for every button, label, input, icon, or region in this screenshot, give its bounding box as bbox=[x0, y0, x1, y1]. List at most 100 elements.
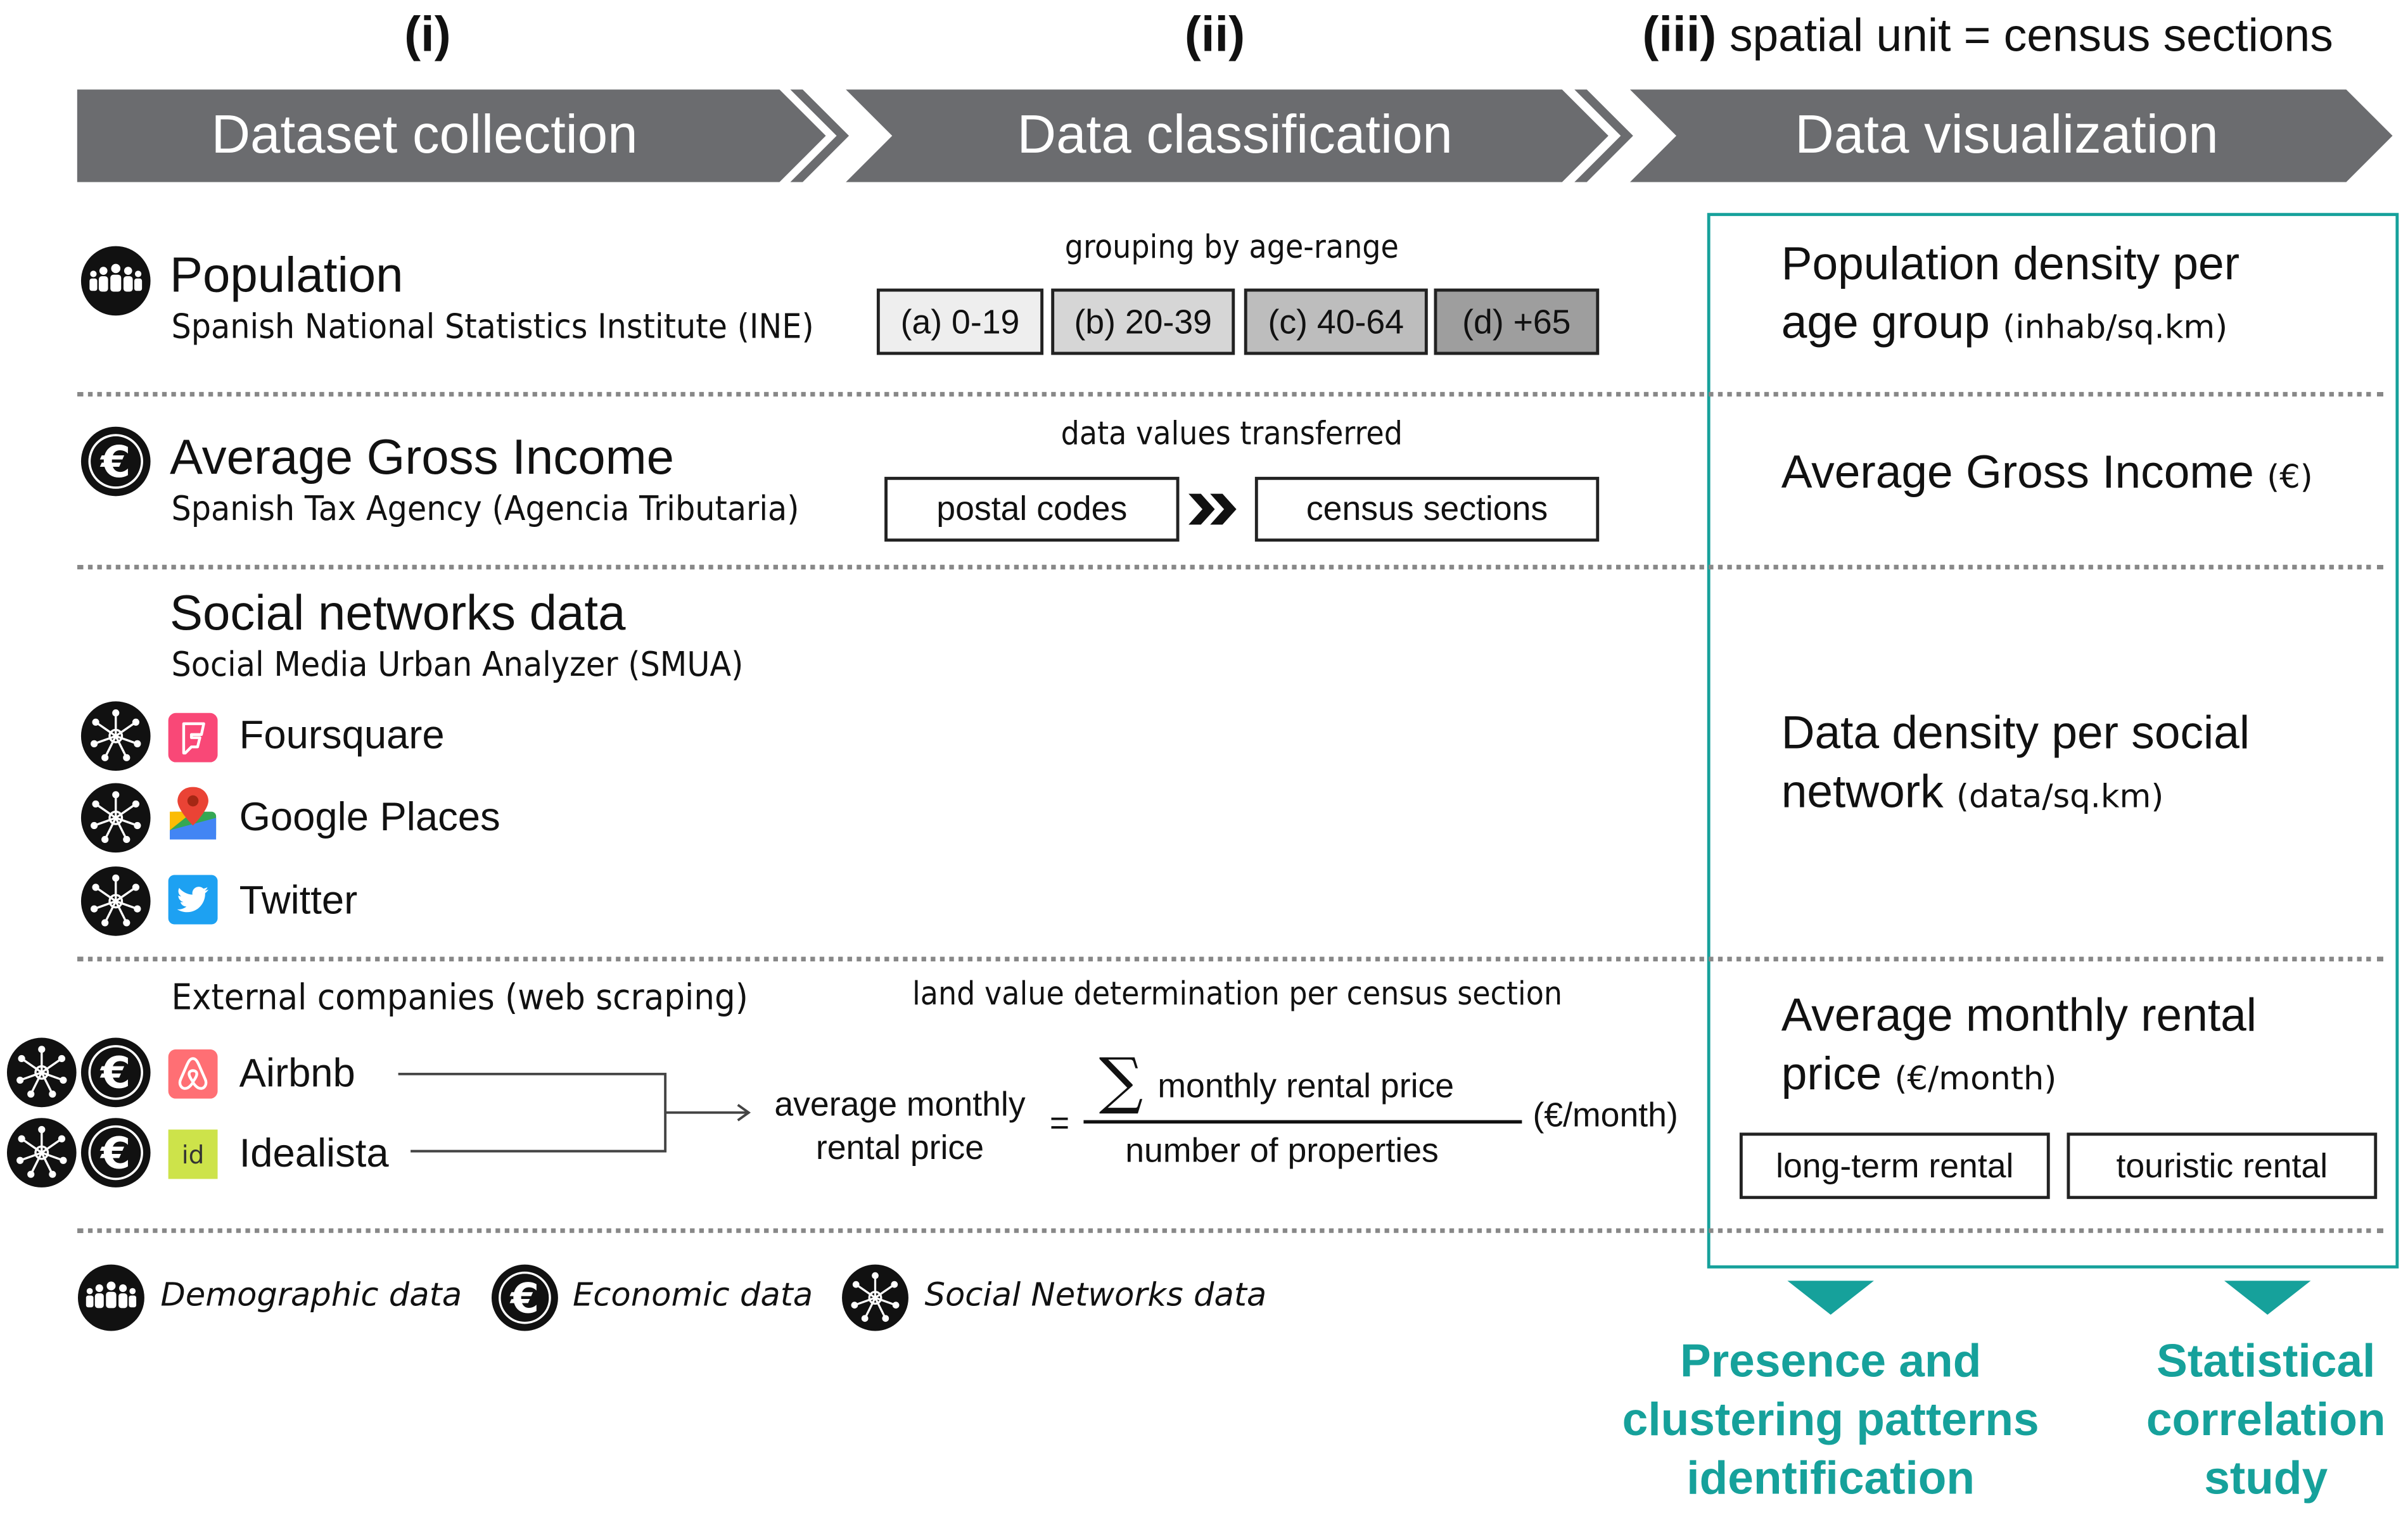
postal-codes-box: postal codes bbox=[884, 476, 1180, 542]
separator-2 bbox=[77, 564, 2383, 570]
euro-icon: € bbox=[80, 426, 151, 497]
formula-sigma: ∑ bbox=[1099, 1046, 1143, 1118]
chevron-double-arrow-2 bbox=[1574, 89, 1633, 182]
census-sections-box: census sections bbox=[1254, 476, 1600, 542]
phase-3-header: (iii) spatial unit = census sections bbox=[1642, 6, 2333, 63]
network-icon bbox=[6, 1118, 77, 1188]
outcome-correlation-line-1: Statistical bbox=[2156, 1336, 2376, 1388]
land-value-caption: land value determination per census sect… bbox=[912, 975, 1563, 1013]
svg-text:€: € bbox=[99, 438, 131, 488]
social-source: Social Media Urban Analyzer (SMUA) bbox=[171, 646, 744, 685]
population-vis-unit: (inhab/sq.km) bbox=[2003, 308, 2228, 346]
formula-numerator: monthly rental price bbox=[1157, 1066, 1455, 1105]
people-icon bbox=[77, 1264, 144, 1331]
network-twitter: Twitter bbox=[239, 876, 358, 923]
legend-social-networks: Social Networks data bbox=[924, 1276, 1267, 1314]
phase-1-number: (i) bbox=[404, 6, 451, 62]
euro-icon: € bbox=[491, 1264, 558, 1331]
formula-unit: (€/month) bbox=[1532, 1095, 1678, 1134]
foursquare-icon bbox=[168, 712, 218, 763]
age-range-caption: grouping by age-range bbox=[1064, 228, 1399, 266]
network-foursquare: Foursquare bbox=[239, 711, 445, 758]
phase-2-number: (ii) bbox=[1184, 6, 1245, 62]
age-group-a: (a) 0-19 bbox=[876, 288, 1044, 355]
outcome-correlation-line-3: study bbox=[2204, 1454, 2328, 1505]
euro-icon: € bbox=[80, 1037, 151, 1108]
formula-lhs: average monthly rental price bbox=[741, 1083, 1059, 1169]
population-vis-line-1: Population density per bbox=[1781, 239, 2240, 291]
income-vis-unit: (€) bbox=[2267, 458, 2313, 496]
chevron-data-visualization bbox=[1629, 89, 2393, 182]
legend-demographic: Demographic data bbox=[160, 1276, 462, 1314]
age-group-c: (c) 40-64 bbox=[1244, 288, 1428, 355]
age-group-b: (b) 20-39 bbox=[1051, 288, 1235, 355]
rental-vis-title: Average monthly rental price (€/month) bbox=[1781, 987, 2257, 1108]
phase-1-title: Dataset collection bbox=[211, 104, 638, 165]
rental-source: External companies (web scraping) bbox=[171, 978, 748, 1019]
long-term-rental-box: long-term rental bbox=[1739, 1132, 2050, 1200]
social-vis-unit: (data/sq.km) bbox=[1956, 777, 2164, 815]
down-arrow-right bbox=[2224, 1281, 2311, 1315]
network-icon bbox=[80, 783, 151, 853]
google-places-icon bbox=[170, 787, 217, 840]
formula-lhs-line-2: rental price bbox=[815, 1128, 984, 1167]
social-vis-line-2: network (data/sq.km) bbox=[1781, 766, 2164, 818]
separator-1 bbox=[77, 391, 2383, 397]
chevron-data-classification bbox=[846, 89, 1609, 182]
chevron-double-arrow-1 bbox=[790, 89, 850, 182]
formula-equals: = bbox=[1049, 1103, 1070, 1143]
network-icon bbox=[842, 1264, 908, 1331]
population-vis-title: Population density per age group (inhab/… bbox=[1781, 236, 2239, 357]
outcome-correlation: Statistical correlation study bbox=[2115, 1333, 2408, 1509]
company-airbnb: Airbnb bbox=[239, 1049, 355, 1096]
age-group-d: (d) +65 bbox=[1434, 288, 1600, 355]
formula-denominator: number of properties bbox=[1125, 1130, 1439, 1170]
euro-icon: € bbox=[80, 1118, 151, 1188]
idealista-icon: id bbox=[168, 1129, 218, 1179]
income-title: Average Gross Income bbox=[170, 429, 674, 485]
formula-lhs-line-1: average monthly bbox=[774, 1084, 1026, 1124]
network-google-places: Google Places bbox=[239, 793, 500, 840]
social-vis-title: Data density per social network (data/sq… bbox=[1781, 705, 2250, 825]
phase-3-number: (iii) bbox=[1642, 6, 1717, 62]
outcome-clustering-line-3: identification bbox=[1686, 1454, 1975, 1505]
outcome-clustering-line-1: Presence and bbox=[1679, 1336, 1982, 1388]
down-arrow-left bbox=[1787, 1281, 1874, 1315]
income-source: Spanish Tax Agency (Agencia Tributaria) bbox=[171, 490, 799, 529]
phase-chevrons bbox=[77, 89, 2393, 182]
chevron-dataset-collection bbox=[77, 89, 826, 182]
svg-text:id: id bbox=[182, 1141, 205, 1170]
double-arrow-icon bbox=[1188, 493, 1237, 525]
company-idealista: Idealista bbox=[239, 1129, 389, 1176]
rental-vis-line-1: Average monthly rental bbox=[1781, 991, 2257, 1042]
legend-economic: Economic data bbox=[572, 1276, 813, 1314]
svg-text:€: € bbox=[509, 1274, 539, 1322]
separator-4 bbox=[77, 1228, 2383, 1233]
spatial-unit-note: spatial unit = census sections bbox=[1729, 11, 2333, 62]
phase-3-title: Data visualization bbox=[1795, 104, 2219, 165]
twitter-icon bbox=[168, 875, 218, 925]
outcome-clustering: Presence and clustering patterns identif… bbox=[1599, 1333, 2062, 1509]
outcome-clustering-line-2: clustering patterns bbox=[1622, 1395, 2039, 1447]
transfer-caption: data values transferred bbox=[1061, 415, 1403, 452]
network-icon bbox=[6, 1037, 77, 1108]
phase-2-title: Data classification bbox=[1017, 104, 1453, 165]
population-title: Population bbox=[170, 246, 404, 303]
income-vis-title: Average Gross Income (€) bbox=[1781, 447, 2313, 498]
rental-vis-unit: (€/month) bbox=[1894, 1060, 2057, 1098]
network-icon bbox=[80, 701, 151, 771]
visualization-frame bbox=[1707, 213, 2399, 1269]
population-source: Spanish National Statistics Institute (I… bbox=[171, 308, 814, 348]
svg-text:€: € bbox=[99, 1049, 131, 1099]
airbnb-icon bbox=[168, 1049, 218, 1099]
social-title: Social networks data bbox=[170, 585, 626, 641]
separator-3 bbox=[77, 956, 2383, 961]
touristic-rental-box: touristic rental bbox=[2067, 1132, 2378, 1200]
network-icon bbox=[80, 866, 151, 936]
outcome-correlation-line-2: correlation bbox=[2146, 1395, 2386, 1447]
svg-text:€: € bbox=[99, 1129, 131, 1179]
rental-vis-line-2: price (€/month) bbox=[1781, 1049, 2057, 1101]
